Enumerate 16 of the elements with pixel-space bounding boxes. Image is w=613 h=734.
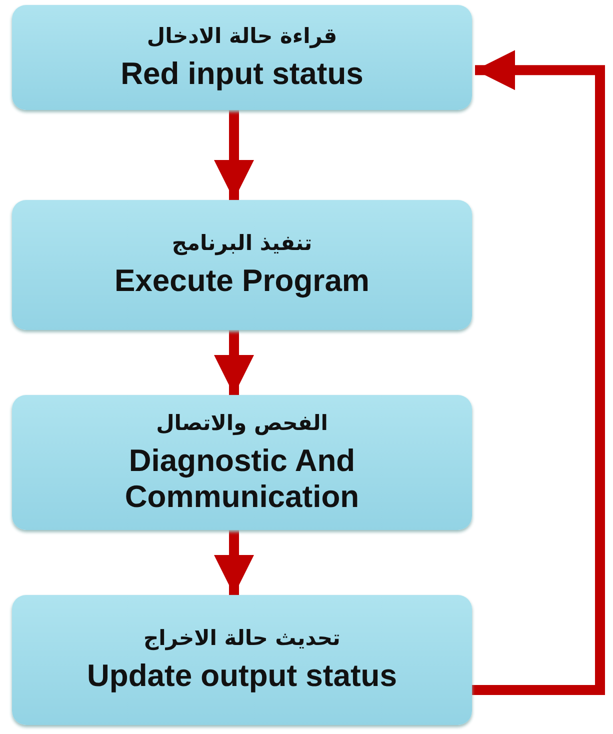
arrow [472,50,605,695]
process-box [12,595,472,725]
arabic-label: قراءة حالة الادخال [146,24,338,48]
process-box [12,5,472,110]
english-label: Diagnostic And Communication [124,442,360,514]
english-label: Red input status [120,56,364,92]
arrow [214,330,254,395]
arabic-label: تنفيذ البرنامج [172,231,312,256]
process-box [12,200,472,330]
process-box [12,395,472,530]
arrow [214,110,254,200]
arabic-label: تحديث حالة الاخراج [144,626,340,650]
arabic-label: الفحص والاتصال [156,410,328,435]
english-label: Update output status [87,658,397,694]
arrow [214,530,254,595]
english-label: Execute Program [114,263,370,299]
